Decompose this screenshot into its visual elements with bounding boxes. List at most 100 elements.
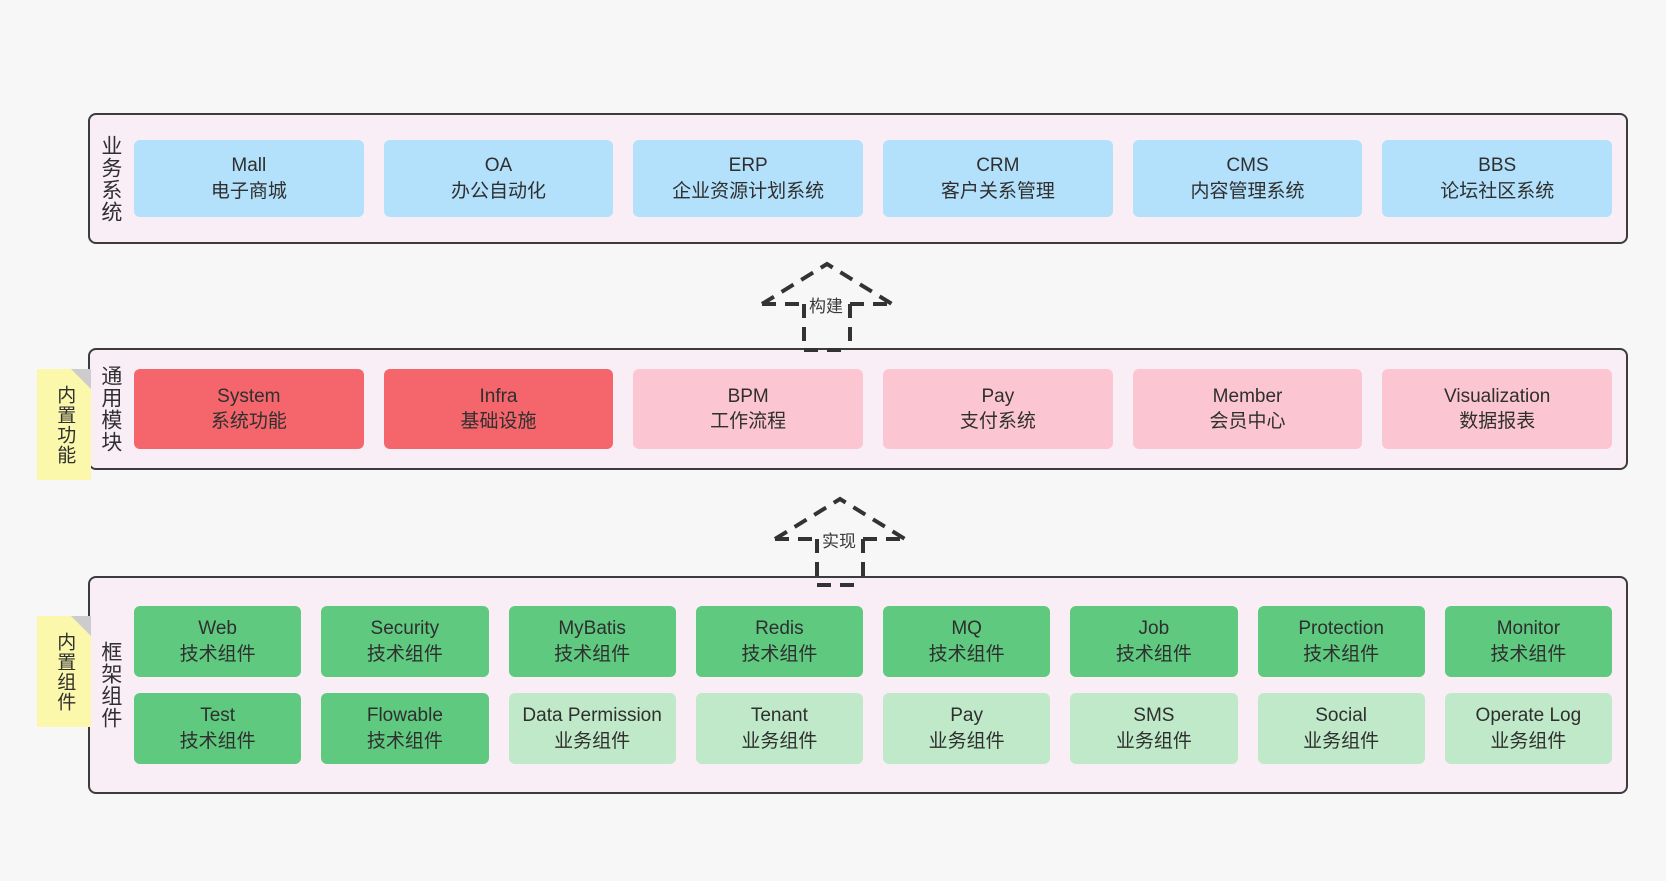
layer-common-module: 通用模块 System 系统功能 Infra 基础设施 BPM 工作流程 Pay… xyxy=(88,348,1628,470)
card-name: OA xyxy=(484,155,513,177)
card-desc: 业务组件 xyxy=(928,730,1005,752)
connector-implement-label: 实现 xyxy=(822,532,856,551)
layer-common-module-title: 通用模块 xyxy=(98,365,122,453)
card-desc: 办公自动化 xyxy=(451,180,547,202)
card-desc: 基础设施 xyxy=(460,411,537,432)
business-card-row: Mall 电子商城 OA 办公自动化 ERP 企业资源计划系统 CRM 客户关系… xyxy=(134,140,1613,217)
framework-card-operate-log[interactable]: Operate Log 业务组件 xyxy=(1444,693,1612,764)
note-builtin-function: 内置功能 xyxy=(37,369,91,480)
card-name: Web xyxy=(198,618,237,640)
card-desc: 数据报表 xyxy=(1459,411,1536,432)
card-name: Data Permission xyxy=(522,705,662,727)
layer-business-system-title: 业务系统 xyxy=(98,134,122,223)
card-name: Flowable xyxy=(366,705,443,727)
card-desc: 客户关系管理 xyxy=(940,180,1055,202)
framework-card-security[interactable]: Security 技术组件 xyxy=(321,606,489,677)
card-name: Pay xyxy=(981,385,1015,407)
card-name: CRM xyxy=(976,155,1020,177)
note-builtin-function-label: 内置功能 xyxy=(54,384,76,465)
note-builtin-component-label: 内置组件 xyxy=(54,631,76,712)
card-desc: 业务组件 xyxy=(1490,730,1567,752)
layer-framework-component-body: Web 技术组件 Security 技术组件 MyBatis 技术组件 Redi… xyxy=(130,578,1626,792)
card-desc: 技术组件 xyxy=(1303,643,1380,665)
card-desc: 论坛社区系统 xyxy=(1440,180,1555,202)
card-desc: 技术组件 xyxy=(366,730,443,752)
layer-business-system: 业务系统 Mall 电子商城 OA 办公自动化 ERP 企业资源计划系统 CRM… xyxy=(88,113,1628,244)
card-name: Operate Log xyxy=(1475,705,1582,727)
framework-card-redis[interactable]: Redis 技术组件 xyxy=(695,606,863,677)
connector-build-label: 构建 xyxy=(809,297,843,316)
layer-common-module-body: System 系统功能 Infra 基础设施 BPM 工作流程 Pay 支付系统… xyxy=(130,350,1626,468)
card-name: SMS xyxy=(1133,705,1175,727)
card-name: Tenant xyxy=(750,705,808,727)
framework-card-monitor[interactable]: Monitor 技术组件 xyxy=(1444,606,1612,677)
module-card-infra[interactable]: Infra 基础设施 xyxy=(383,369,614,449)
card-name: Security xyxy=(370,618,440,640)
card-desc: 技术组件 xyxy=(554,643,631,665)
card-desc: 系统功能 xyxy=(210,411,287,432)
module-card-system[interactable]: System 系统功能 xyxy=(134,369,364,449)
connector-implement: 实现 xyxy=(765,487,925,587)
business-card-cms[interactable]: CMS 内容管理系统 xyxy=(1132,140,1363,217)
framework-card-protection[interactable]: Protection 技术组件 xyxy=(1257,606,1425,677)
card-desc: 技术组件 xyxy=(1490,643,1567,665)
framework-card-flowable[interactable]: Flowable 技术组件 xyxy=(321,693,489,764)
card-name: Mall xyxy=(231,155,267,177)
card-name: ERP xyxy=(728,155,768,177)
generalization-arrow-icon xyxy=(773,496,907,587)
card-desc: 业务组件 xyxy=(741,730,818,752)
framework-card-job[interactable]: Job 技术组件 xyxy=(1070,606,1238,677)
card-desc: 支付系统 xyxy=(959,411,1036,432)
business-card-bbs[interactable]: BBS 论坛社区系统 xyxy=(1382,140,1613,217)
card-desc: 技术组件 xyxy=(366,643,443,665)
framework-biz-row: Test 技术组件 Flowable 技术组件 Data Permission … xyxy=(134,693,1612,764)
framework-card-pay[interactable]: Pay 业务组件 xyxy=(883,693,1051,764)
card-name: MyBatis xyxy=(558,618,626,640)
connector-build: 构建 xyxy=(752,252,912,352)
framework-card-sms[interactable]: SMS 业务组件 xyxy=(1070,693,1238,764)
layer-framework-component: 框架组件 Web 技术组件 Security 技术组件 MyBatis 技术组件… xyxy=(88,576,1628,794)
business-card-erp[interactable]: ERP 企业资源计划系统 xyxy=(633,140,864,217)
layer-framework-component-title: 框架组件 xyxy=(98,641,122,729)
card-name: Monitor xyxy=(1496,618,1561,640)
business-card-crm[interactable]: CRM 客户关系管理 xyxy=(883,140,1113,217)
card-desc: 工作流程 xyxy=(710,411,787,432)
framework-card-tenant[interactable]: Tenant 业务组件 xyxy=(695,693,863,764)
framework-card-social[interactable]: Social 业务组件 xyxy=(1257,693,1425,764)
card-desc: 业务组件 xyxy=(1303,730,1380,752)
note-builtin-component: 内置组件 xyxy=(37,616,91,727)
card-desc: 技术组件 xyxy=(928,643,1005,665)
card-desc: 技术组件 xyxy=(1115,643,1192,665)
card-desc: 技术组件 xyxy=(741,643,818,665)
framework-tech-row: Web 技术组件 Security 技术组件 MyBatis 技术组件 Redi… xyxy=(134,606,1612,677)
card-name: BBS xyxy=(1478,155,1517,177)
card-name: MQ xyxy=(951,618,982,640)
card-name: Redis xyxy=(755,618,804,640)
framework-card-data-permission[interactable]: Data Permission 业务组件 xyxy=(508,693,676,764)
card-desc: 业务组件 xyxy=(554,730,631,752)
module-card-bpm[interactable]: BPM 工作流程 xyxy=(633,369,864,449)
card-desc: 业务组件 xyxy=(1115,730,1192,752)
card-desc: 企业资源计划系统 xyxy=(672,180,825,202)
module-card-pay[interactable]: Pay 支付系统 xyxy=(883,369,1113,449)
framework-card-mq[interactable]: MQ 技术组件 xyxy=(883,606,1051,677)
business-card-mall[interactable]: Mall 电子商城 xyxy=(134,140,364,217)
generalization-arrow-icon xyxy=(760,261,894,352)
framework-card-mybatis[interactable]: MyBatis 技术组件 xyxy=(508,606,676,677)
module-card-member[interactable]: Member 会员中心 xyxy=(1132,369,1363,449)
business-card-oa[interactable]: OA 办公自动化 xyxy=(383,140,614,217)
framework-card-web[interactable]: Web 技术组件 xyxy=(134,606,302,677)
card-desc: 内容管理系统 xyxy=(1190,180,1305,202)
card-desc: 电子商城 xyxy=(210,180,287,202)
card-name: Job xyxy=(1138,618,1170,640)
card-name: System xyxy=(217,385,281,407)
card-name: Pay xyxy=(950,705,983,727)
card-desc: 技术组件 xyxy=(179,730,256,752)
layer-business-system-body: Mall 电子商城 OA 办公自动化 ERP 企业资源计划系统 CRM 客户关系… xyxy=(130,115,1626,242)
module-card-visualization[interactable]: Visualization 数据报表 xyxy=(1382,369,1613,449)
framework-card-test[interactable]: Test 技术组件 xyxy=(134,693,302,764)
card-name: Member xyxy=(1212,385,1283,407)
card-name: CMS xyxy=(1226,155,1269,177)
card-name: BPM xyxy=(727,385,769,407)
